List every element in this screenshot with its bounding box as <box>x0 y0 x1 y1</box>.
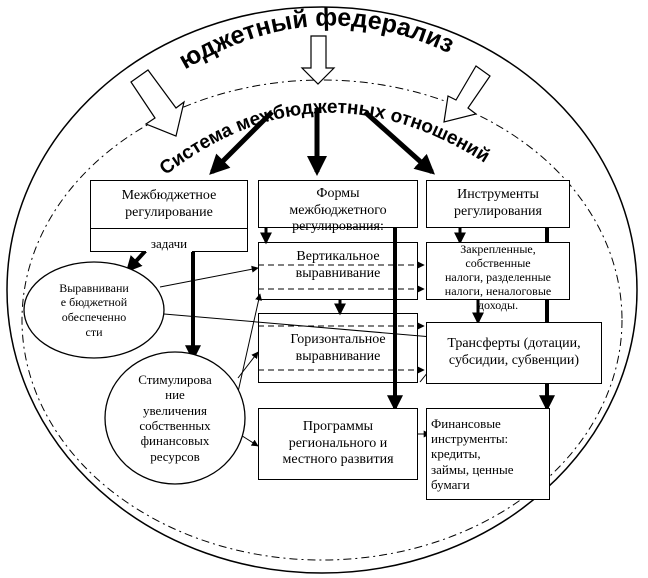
box-vertical: Вертикальное выравнивание <box>258 242 418 300</box>
inner-ellipse <box>21 79 623 561</box>
box-vertical-label: Вертикальное выравнивание <box>295 249 381 281</box>
hollow-arrow-right <box>443 65 491 123</box>
box-regulation-divider <box>91 228 247 229</box>
ellipse-equalization <box>23 261 165 359</box>
box-transfers-label: Трансферты (дотации, субсидии, субвенции… <box>447 336 581 368</box>
arrow-stim-horizontal <box>237 351 259 379</box>
outer-ellipse <box>6 6 638 574</box>
ellipse-stimulation <box>104 351 246 485</box>
box-horizontal: Горизонтальное выравнивание <box>258 313 418 383</box>
box-horizontal-label: Горизонтальное выравнивание <box>290 332 386 364</box>
box-programs: Программы регионального и местного разви… <box>258 408 418 480</box>
box-fixed-taxes-label: Закрепленные, собственные налоги, раздел… <box>444 241 552 313</box>
box-regulation: Межбюджетное регулирование <box>90 180 248 252</box>
hollow-arrow-center <box>300 35 336 85</box>
box-instruments: Инструменты регулирования <box>426 180 570 228</box>
equalization-label: Выравнивани е бюджетной обеспеченно сти <box>59 280 129 339</box>
box-fixed-taxes: Закрепленные, собственные налоги, раздел… <box>426 242 570 312</box>
title-arc: Система межбюджетных отношений <box>156 97 493 180</box>
title-top: Бюджетный федерализм <box>0 0 458 75</box>
tasks-label: задачи <box>146 236 192 252</box>
arrow-eq-vertical <box>159 265 259 288</box>
box-instruments-label: Инструменты регулирования <box>454 187 542 219</box>
thick-arrow-right <box>363 110 435 175</box>
stimulation-label: Стимулирова ние увеличения собственных ф… <box>138 372 212 464</box>
box-programs-label: Программы регионального и местного разви… <box>282 419 394 468</box>
thick-arrow-left <box>209 110 274 175</box>
arrow-stim-vertical <box>237 293 263 393</box>
box-financial: Финансовые инструменты: кредиты, займы, … <box>426 408 550 500</box>
box-forms-label: Формы межбюджетного регулирования: <box>289 186 387 235</box>
box-financial-label: Финансовые инструменты: кредиты, займы, … <box>431 415 514 492</box>
arrow-eq-transfers <box>163 313 445 341</box>
box-regulation-label: Межбюджетное регулирование <box>121 188 217 220</box>
box-transfers: Трансферты (дотации, субсидии, субвенции… <box>426 322 602 384</box>
hollow-arrow-left <box>130 69 185 137</box>
box-forms: Формы межбюджетного регулирования: <box>258 180 418 234</box>
